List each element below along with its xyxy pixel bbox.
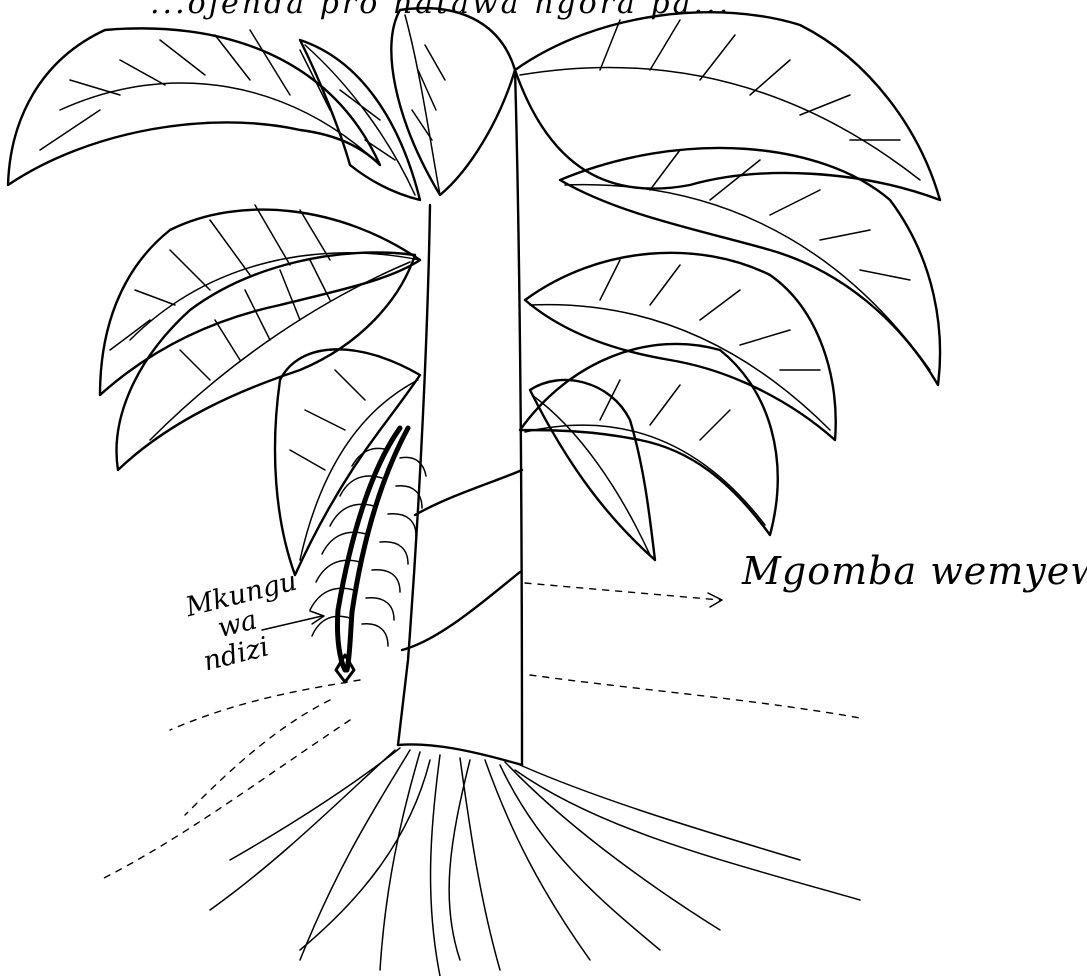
- ground-lines: [100, 675, 860, 880]
- leaf-left-middle: [100, 205, 420, 395]
- pointer-mgomba: [525, 583, 722, 607]
- leaf-left-upper-inner: [300, 40, 420, 200]
- leaf-left-lowest: [275, 349, 420, 575]
- roots: [210, 748, 860, 976]
- leaf-right-middle: [525, 253, 836, 440]
- leaf-left-lower: [117, 252, 415, 470]
- label-mgomba-wemyewe: Mgomba wemyewe: [742, 552, 1087, 592]
- leaf-right-lowest: [530, 380, 655, 560]
